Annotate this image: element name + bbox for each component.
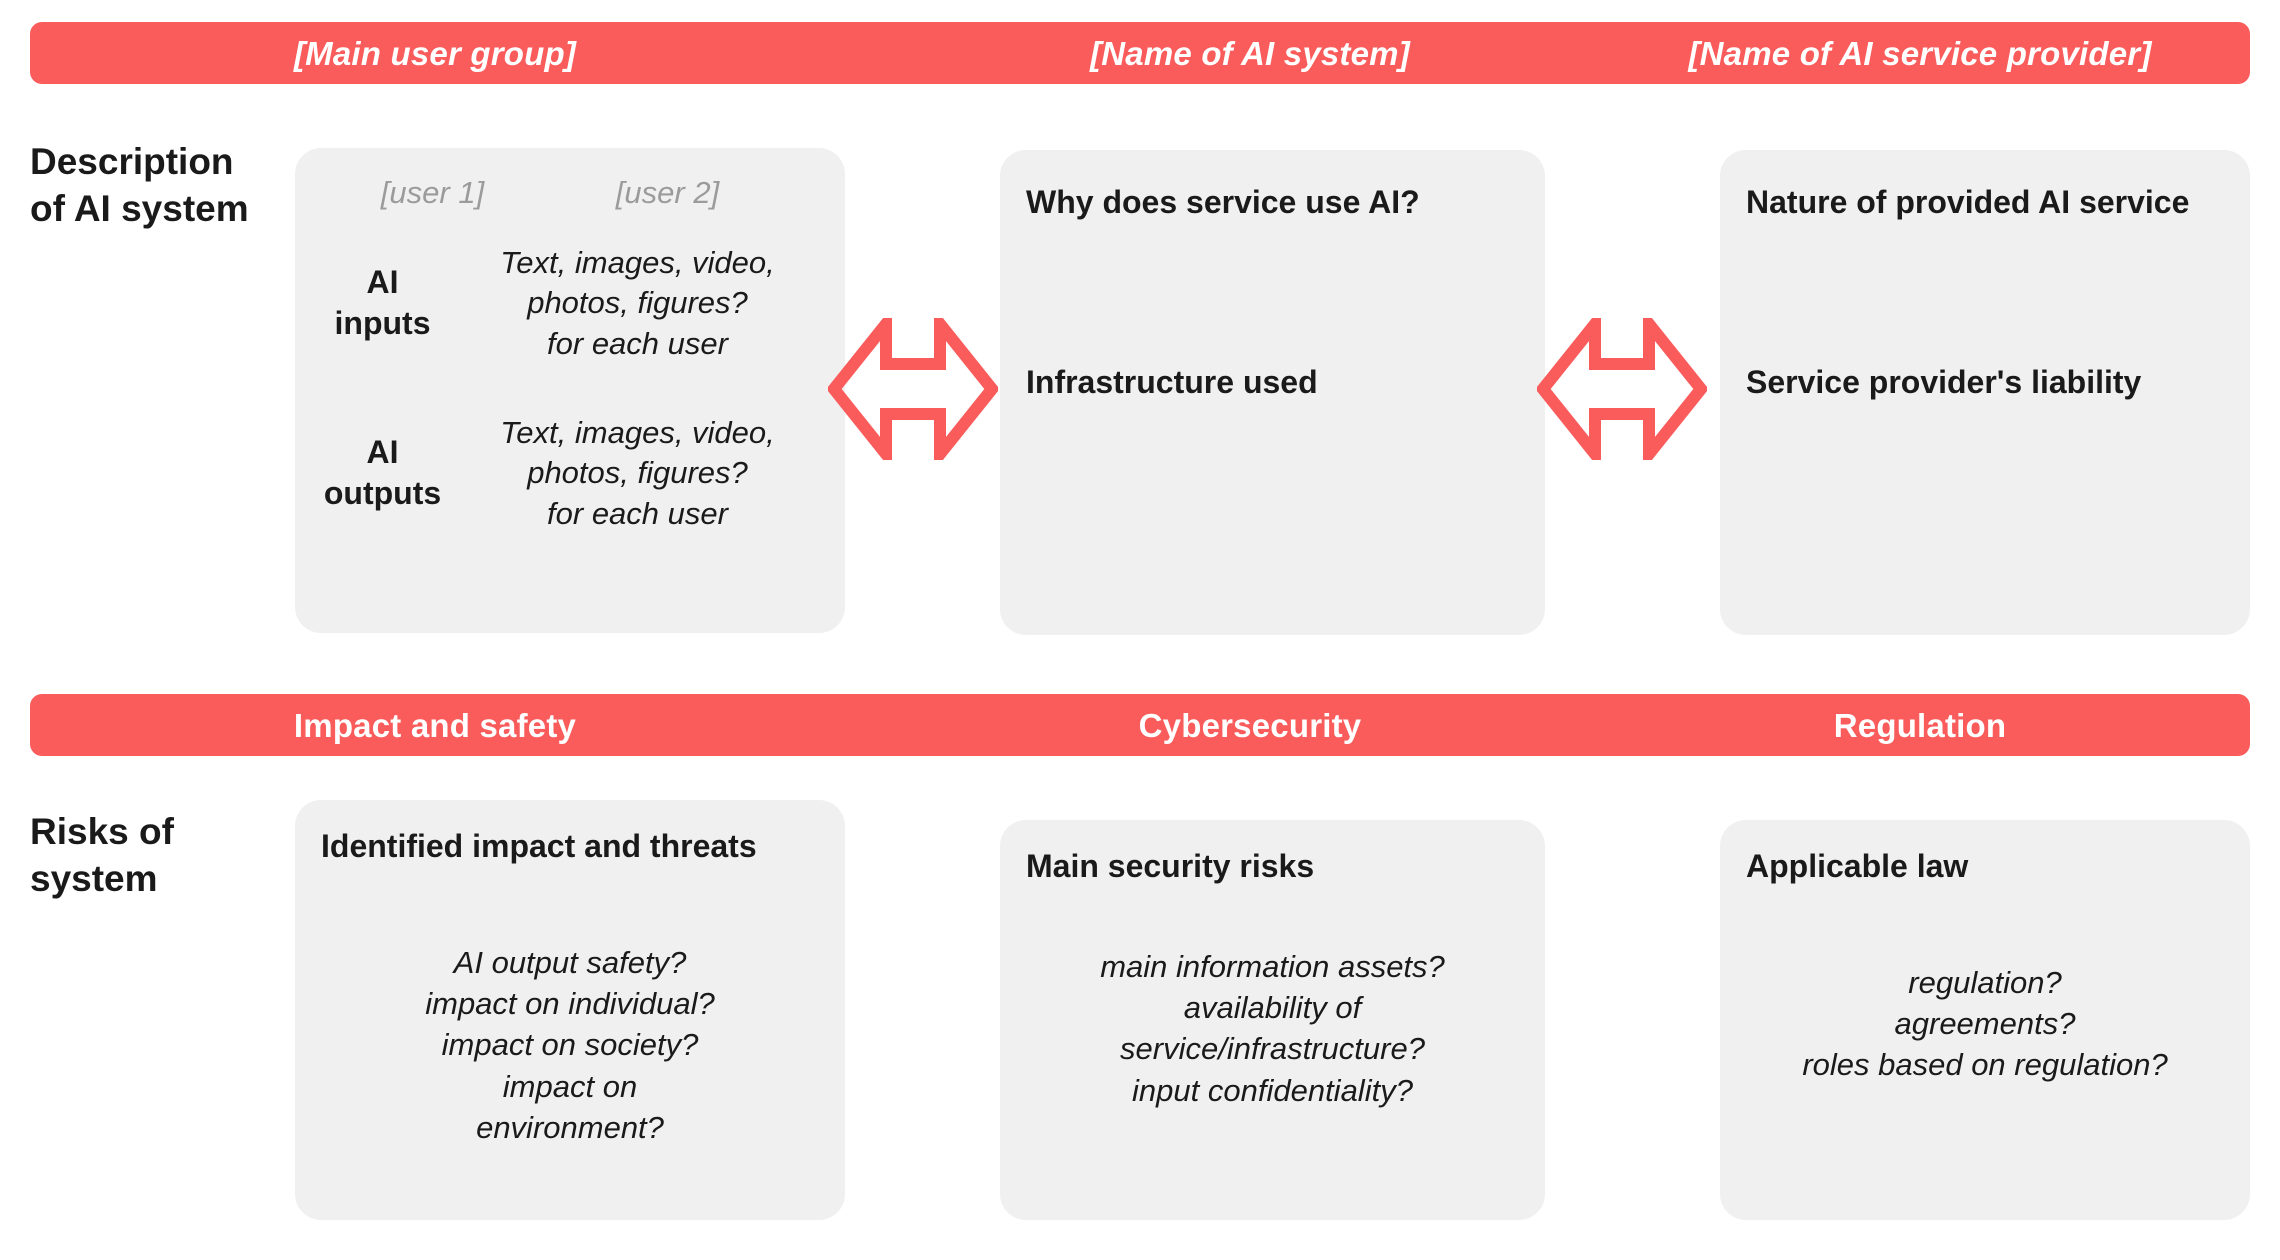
- card-impact-and-safety[interactable]: Identified impact and threats AI output …: [295, 800, 845, 1220]
- service-provider-heading-nature-of-service: Nature of provided AI service: [1746, 184, 2190, 220]
- ai-inputs-key: AI inputs: [334, 263, 431, 342]
- ai-outputs-key: AI outputs: [323, 433, 442, 512]
- ai-system-heading-why-use-ai: Why does service use AI?: [1026, 184, 1420, 220]
- bar-title-ai-system: [Name of AI system]: [1090, 34, 1410, 72]
- card-regulation[interactable]: Applicable law regulation? agreements? r…: [1720, 820, 2250, 1220]
- user-columns-header: [user 1] [user 2]: [295, 175, 845, 210]
- bar-title-ai-service-provider: [Name of AI service provider]: [1688, 34, 2152, 72]
- cybersecurity-card-body: main information assets? availability of…: [1100, 949, 1445, 1108]
- regulation-card-body: regulation? agreements? roles based on r…: [1802, 965, 2168, 1083]
- double-headed-arrow-icon-2: [1537, 318, 1707, 460]
- impact-card-body: AI output safety? impact on individual? …: [425, 945, 715, 1145]
- bar-title-regulation: Regulation: [1833, 706, 2007, 744]
- double-headed-arrow-icon-1: [828, 318, 998, 460]
- risks-section-bar: Impact and safety Cybersecurity Regulati…: [30, 694, 2250, 756]
- row-label-risks-of-system: Risks of system: [30, 811, 174, 900]
- row-label-description-of-ai-system: Description of AI system: [30, 141, 249, 230]
- ai-outputs-row: AI outputs Text, images, video, photos, …: [295, 413, 845, 534]
- impact-card-heading: Identified impact and threats: [321, 828, 757, 864]
- ai-outputs-value: Text, images, video, photos, figures? fo…: [500, 415, 775, 531]
- description-section-bar: [Main user group] [Name of AI system] [N…: [30, 22, 2250, 84]
- card-ai-system[interactable]: Why does service use AI? Infrastructure …: [1000, 150, 1545, 635]
- user-2-label: [user 2]: [615, 175, 720, 210]
- ai-inputs-row: AI inputs Text, images, video, photos, f…: [295, 243, 845, 364]
- bar-title-impact-and-safety: Impact and safety: [293, 706, 577, 744]
- cybersecurity-card-heading: Main security risks: [1026, 848, 1315, 884]
- bar-title-cybersecurity: Cybersecurity: [1138, 706, 1362, 744]
- ai-system-heading-infrastructure-used: Infrastructure used: [1026, 364, 1318, 400]
- service-provider-heading-liability: Service provider's liability: [1746, 364, 2142, 400]
- ai-inputs-value: Text, images, video, photos, figures? fo…: [500, 245, 775, 361]
- card-cybersecurity[interactable]: Main security risks main information ass…: [1000, 820, 1545, 1220]
- card-ai-service-provider[interactable]: Nature of provided AI service Service pr…: [1720, 150, 2250, 635]
- card-main-user-group[interactable]: [user 1] [user 2] AI inputs Text, images…: [295, 148, 845, 633]
- bar-title-main-user-group: [Main user group]: [293, 34, 577, 72]
- user-1-label: [user 1]: [380, 175, 485, 210]
- regulation-card-heading: Applicable law: [1746, 848, 1969, 884]
